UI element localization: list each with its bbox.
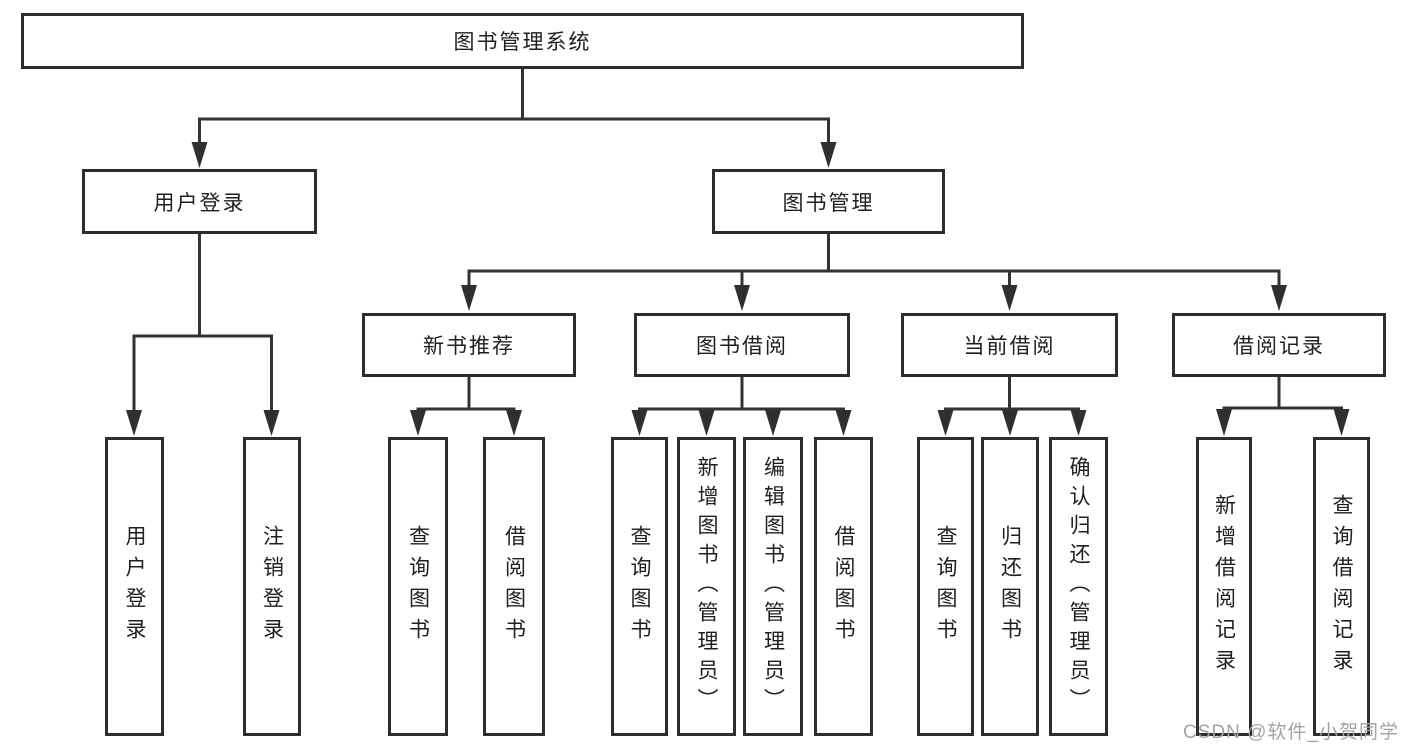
branch-root	[191, 67, 837, 168]
leaf-current-confirm: 确认归还（管理员）	[1049, 437, 1108, 736]
leaf-user-login: 用户登录	[105, 437, 164, 736]
leaf-logout: 注销登录	[243, 437, 301, 736]
leaf-borrow-borrow: 借阅图书	[814, 437, 873, 736]
branch-user-login	[126, 232, 280, 436]
node-current-borrow: 当前借阅	[901, 313, 1118, 377]
node-user-login: 用户登录	[82, 169, 317, 234]
leaf-newbooks-query: 查询图书	[388, 437, 448, 736]
leaf-records-query: 查询借阅记录	[1313, 437, 1370, 736]
node-book-mgmt: 图书管理	[712, 169, 945, 234]
node-book-borrow: 图书借阅	[634, 313, 850, 377]
csdn-watermark: CSDN @软件_小贺同学	[1183, 722, 1399, 743]
branch-new-books	[410, 375, 522, 436]
node-new-books: 新书推荐	[362, 313, 576, 377]
node-root: 图书管理系统	[21, 13, 1024, 69]
branch-book-borrow	[631, 375, 852, 436]
branch-borrow-records	[1216, 375, 1350, 436]
leaf-borrow-edit: 编辑图书（管理员）	[743, 437, 803, 736]
branch-current-borrow	[937, 375, 1087, 436]
node-borrow-records: 借阅记录	[1172, 313, 1386, 377]
leaf-current-query: 查询图书	[917, 437, 974, 736]
leaf-borrow-query: 查询图书	[611, 437, 668, 736]
leaf-records-add: 新增借阅记录	[1196, 437, 1252, 736]
branch-book-mgmt	[461, 232, 1287, 311]
leaf-borrow-add: 新增图书（管理员）	[677, 437, 736, 736]
leaf-newbooks-borrow: 借阅图书	[483, 437, 545, 736]
leaf-current-return: 归还图书	[981, 437, 1039, 736]
